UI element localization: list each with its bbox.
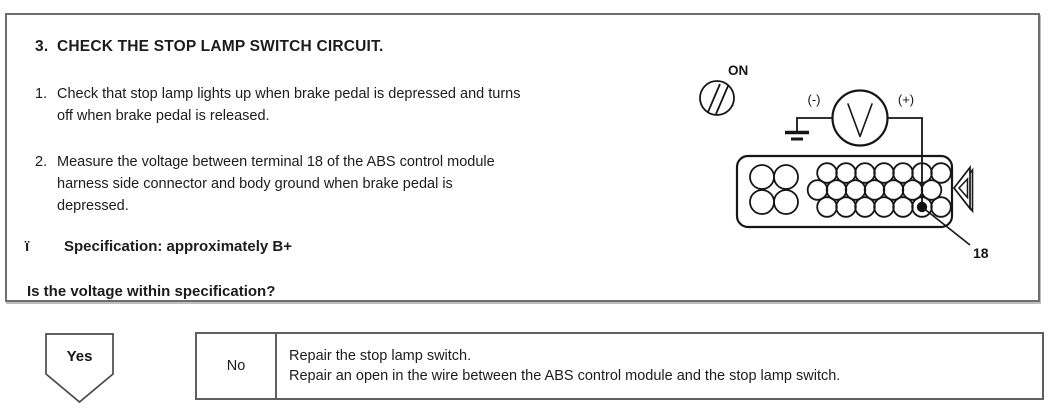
step-2: 2. Measure the voltage between terminal … <box>35 151 495 217</box>
yes-branch: Yes <box>45 333 114 404</box>
check-procedure-box: 3. CHECK THE STOP LAMP SWITCH CIRCUIT. 1… <box>5 13 1040 302</box>
procedure-title-text: CHECK THE STOP LAMP SWITCH CIRCUIT. <box>57 38 384 55</box>
ground-icon <box>785 130 809 141</box>
no-branch-table: No Repair the stop lamp switch. Repair a… <box>195 332 1044 400</box>
ignition-switch-icon <box>699 80 735 116</box>
measurement-diagram: ON (-) (+) <box>699 63 989 261</box>
yes-pentagon <box>45 333 114 404</box>
voltmeter-icon <box>831 89 889 147</box>
specification-text: Specification: approximately B+ <box>64 238 292 255</box>
decision-question: Is the voltage within specification? <box>27 283 276 300</box>
positive-lead-wire <box>887 117 923 204</box>
step-1: 1. Check that stop lamp lights up when b… <box>35 83 520 127</box>
procedure-title: 3. CHECK THE STOP LAMP SWITCH CIRCUIT. <box>35 38 384 56</box>
connector-icon <box>735 154 954 229</box>
ignition-on-label: ON <box>728 63 748 78</box>
procedure-number: 3. <box>35 38 49 55</box>
step-1-number: 1. <box>35 86 48 102</box>
no-label: No <box>197 334 277 398</box>
negative-terminal-label: (-) <box>808 92 821 107</box>
negative-lead-wire <box>796 117 833 131</box>
no-action-text: Repair the stop lamp switch. Repair an o… <box>289 348 841 384</box>
specification-bullet: ï <box>25 238 30 255</box>
yes-label: Yes <box>67 348 93 365</box>
step-1-text: Check that stop lamp lights up when brak… <box>57 86 521 124</box>
step-2-text: Measure the voltage between terminal 18 … <box>57 154 495 214</box>
positive-terminal-label: (+) <box>898 92 914 107</box>
terminal-18-label: 18 <box>973 245 989 261</box>
step-2-number: 2. <box>35 154 48 170</box>
connector-wedge-icon <box>952 165 974 214</box>
terminal-18-leader-line <box>921 206 971 246</box>
specification-line: ï Specification: approximately B+ <box>25 238 292 255</box>
